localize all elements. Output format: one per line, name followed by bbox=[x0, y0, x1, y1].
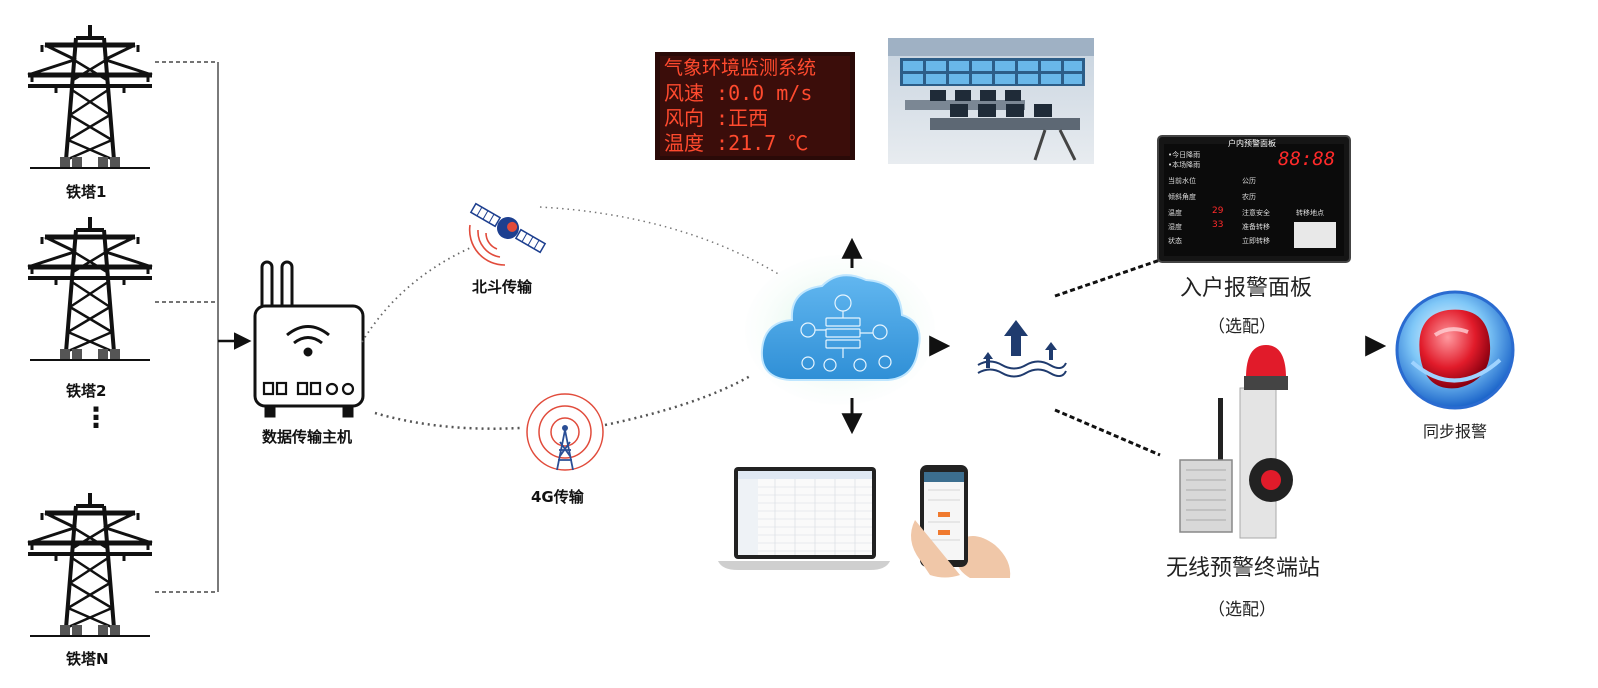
indoor-panel-optional: （选配） bbox=[1208, 317, 1276, 337]
led-line-title: 气象环境监测系统 bbox=[664, 57, 817, 79]
beidou-label: 北斗传输 bbox=[472, 278, 533, 296]
tower-1-label: 铁塔1 bbox=[66, 183, 107, 201]
wireless-station-label: 无线预警终端站 bbox=[1166, 556, 1321, 581]
wireless-station-icon bbox=[1179, 345, 1293, 539]
indoor-warning-panel bbox=[1157, 135, 1351, 263]
panel-tilt: 倾斜角度 bbox=[1168, 193, 1196, 201]
panel-evacuate: 立即转移 bbox=[1242, 237, 1270, 245]
control-room-photo bbox=[888, 38, 1094, 164]
panel-prepare: 准备转移 bbox=[1242, 223, 1270, 231]
router-icon bbox=[253, 260, 365, 418]
panel-temp: 温度 bbox=[1168, 209, 1182, 217]
smartphone-icon bbox=[911, 465, 1011, 578]
cloud-server-icon bbox=[745, 255, 935, 405]
indoor-panel-label: 入户报警面板 bbox=[1180, 276, 1313, 301]
link-gateway-beidou bbox=[361, 247, 471, 343]
link-to-indoor-panel bbox=[1054, 258, 1161, 298]
tower-bracket bbox=[155, 61, 219, 593]
led-weather-display bbox=[655, 52, 855, 160]
panel-site: 转移地点 bbox=[1296, 209, 1324, 217]
tower-n-icon bbox=[28, 493, 152, 636]
panel-title: 户内预警面板 bbox=[1228, 139, 1276, 148]
tower-1-icon bbox=[28, 25, 152, 168]
indoor-panel-screen: 户内预警面板 •今日降雨 •本场降雨 88:88 当前水位 公历 倾斜角度 农历… bbox=[1166, 138, 1344, 254]
sync-alarm-label: 同步报警 bbox=[1423, 422, 1488, 441]
tower-2-icon bbox=[28, 217, 152, 360]
laptop-icon bbox=[718, 467, 890, 570]
led-line-temperature: 温度 :21.7 ℃ bbox=[664, 131, 809, 155]
panel-temp-value: 29 bbox=[1212, 206, 1224, 216]
cellular-label: 4G传输 bbox=[531, 488, 584, 506]
panel-today-rain: •今日降雨 bbox=[1168, 151, 1201, 159]
tower-ellipsis: ⋮ bbox=[82, 401, 110, 434]
link-beidou-cloud bbox=[539, 206, 781, 276]
tower-2-label: 铁塔2 bbox=[66, 382, 107, 400]
panel-notice: 注意安全 bbox=[1242, 209, 1270, 217]
link-to-wireless-station bbox=[1054, 408, 1161, 457]
panel-humidity-value: 33 bbox=[1212, 220, 1224, 230]
flood-water-icon bbox=[977, 320, 1067, 378]
link-gateway-4g bbox=[374, 411, 521, 430]
panel-solar: 公历 bbox=[1242, 177, 1256, 185]
gateway-label: 数据传输主机 bbox=[262, 428, 353, 446]
satellite-icon bbox=[468, 202, 547, 266]
panel-this-rain: •本场降雨 bbox=[1168, 161, 1201, 169]
tower-n-label: 铁塔N bbox=[66, 650, 109, 668]
wireless-station-optional: （选配） bbox=[1208, 600, 1276, 620]
led-line-wind-speed: 风速 :0.0 m/s bbox=[664, 81, 813, 105]
panel-humidity: 湿度 bbox=[1168, 223, 1182, 231]
led-line-wind-direction: 风向 :正西 bbox=[664, 106, 769, 130]
panel-lunar: 农历 bbox=[1242, 193, 1256, 201]
signal-tower-icon bbox=[526, 393, 604, 471]
panel-water-level: 当前水位 bbox=[1168, 177, 1196, 185]
link-4g-cloud bbox=[604, 373, 753, 427]
alarm-light-icon bbox=[1395, 290, 1515, 410]
panel-status: 状态 bbox=[1168, 237, 1182, 245]
led-display-text: 气象环境监测系统 风速 :0.0 m/s 风向 :正西 温度 :21.7 ℃ bbox=[664, 56, 850, 156]
panel-clock: 88:88 bbox=[1278, 148, 1336, 170]
